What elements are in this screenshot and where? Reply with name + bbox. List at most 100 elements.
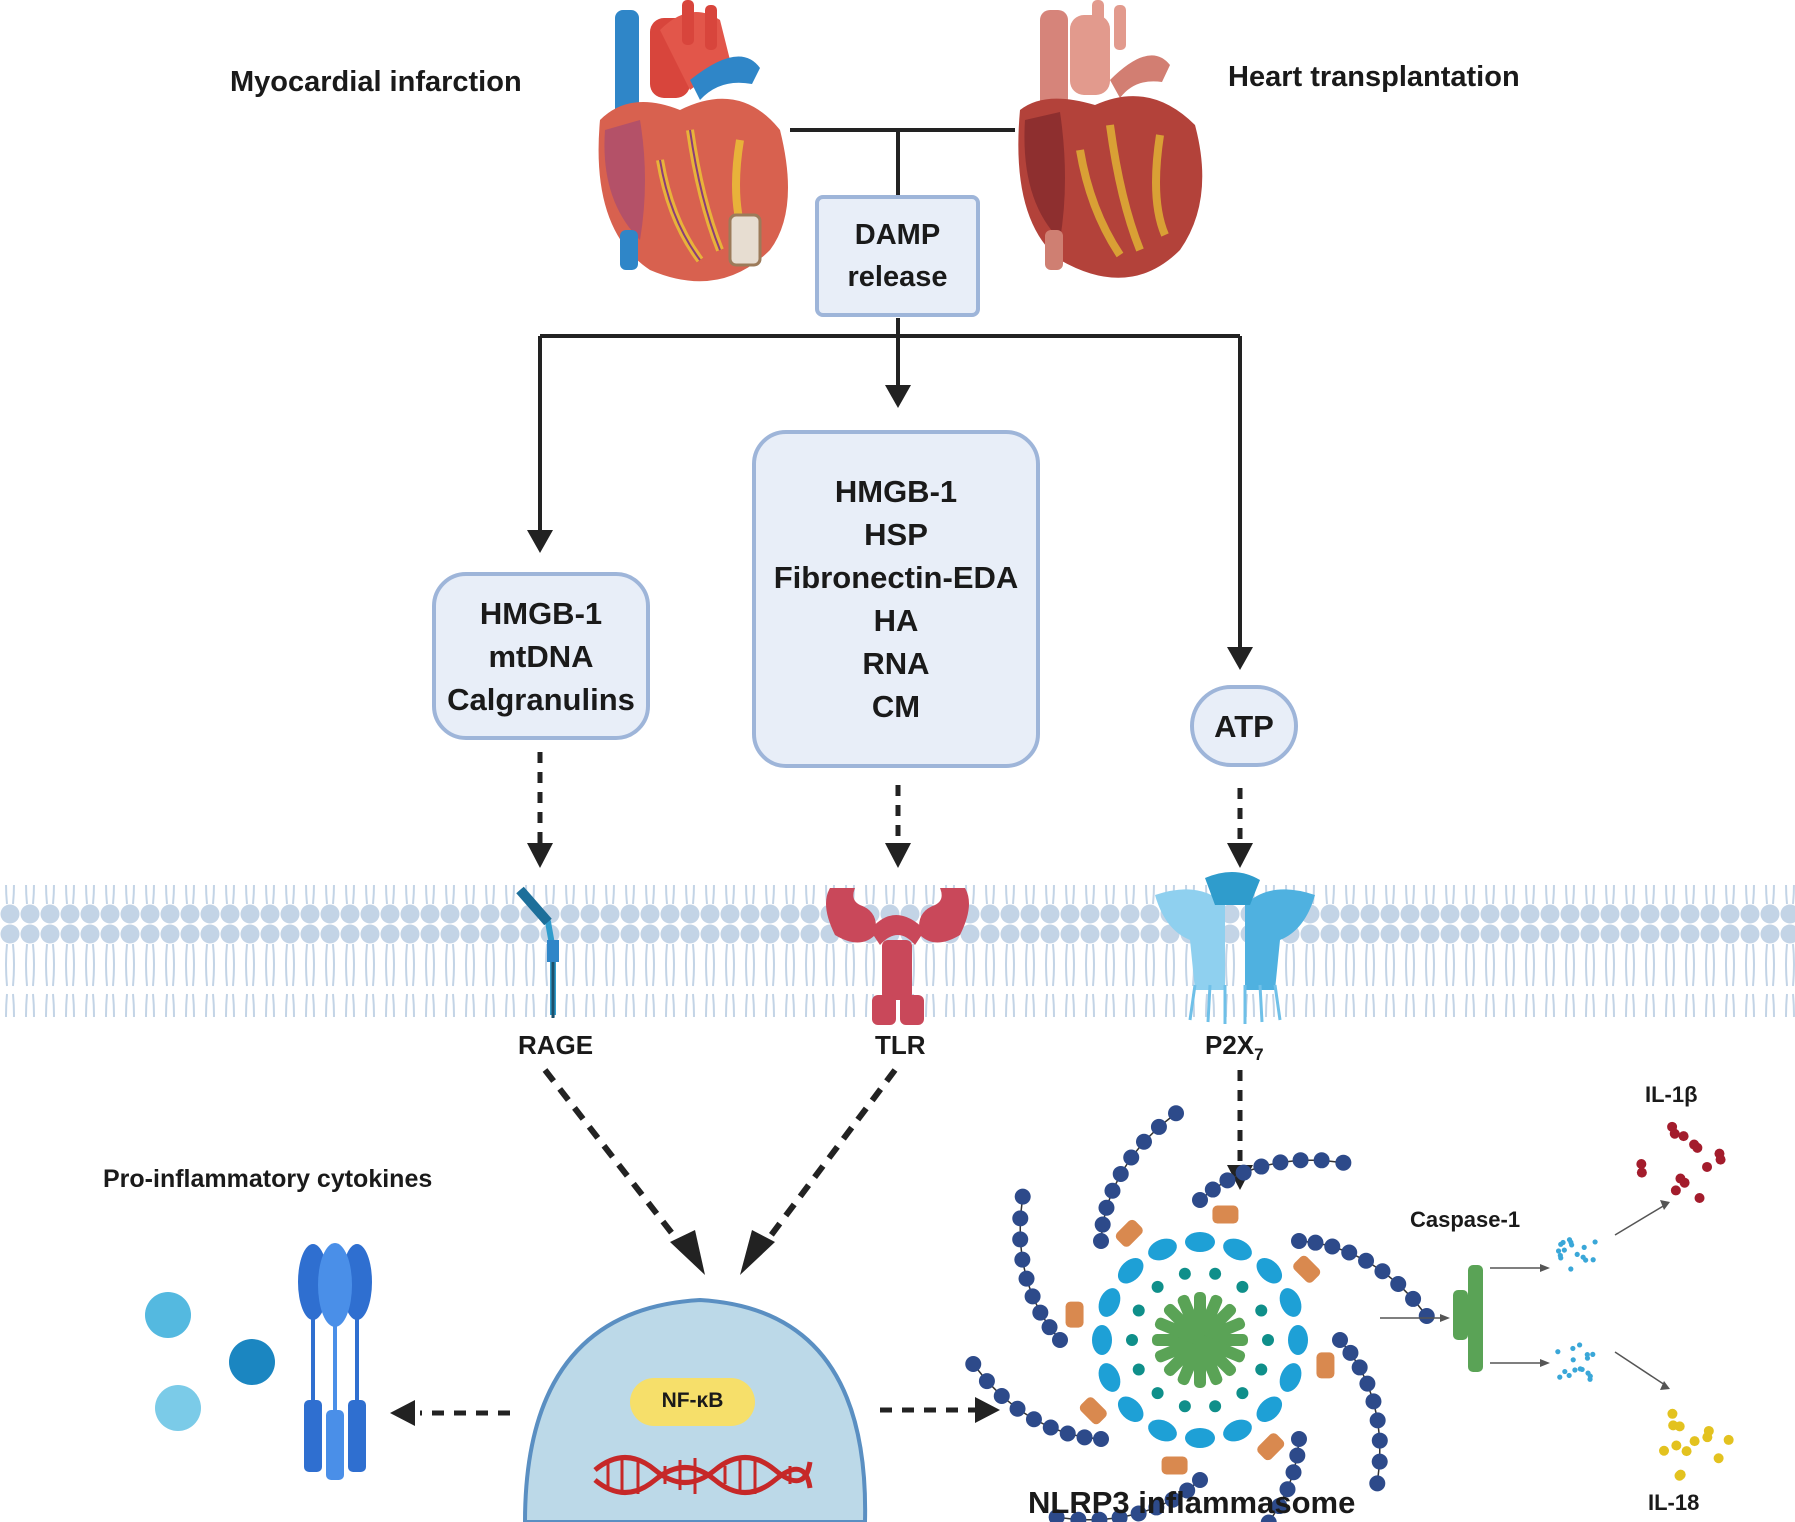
arm-bead <box>1374 1263 1391 1280</box>
pyd-unit <box>1161 1456 1188 1475</box>
cytokine-dot <box>1577 1342 1583 1348</box>
cytokine-dot <box>1574 1251 1580 1258</box>
arm-line <box>1100 1112 1177 1242</box>
p2x7-label: P2X7 <box>1205 1030 1264 1065</box>
cytokine-dot <box>1694 1192 1705 1203</box>
cytokine-dot <box>1577 1366 1583 1372</box>
arm-bead <box>1179 1482 1196 1499</box>
atp-label: ATP <box>1214 708 1274 744</box>
cytokine-dot <box>1667 1121 1678 1132</box>
cytokine-dot <box>1674 1421 1685 1432</box>
cytokine-dot <box>1568 1266 1574 1272</box>
cytokine-dot <box>1659 1445 1670 1456</box>
arm-bead <box>1041 1319 1058 1336</box>
cytokine-receptor-icon <box>298 1243 372 1480</box>
ring-dot <box>1262 1334 1274 1346</box>
cytokine-dot <box>1585 1370 1591 1376</box>
arm-bead <box>978 1373 995 1390</box>
arm-bead <box>1093 1233 1110 1250</box>
arm-bead <box>1070 1511 1087 1522</box>
cytokine-dot <box>1570 1357 1576 1363</box>
nlrp3-unit <box>1279 1363 1302 1392</box>
arm-bead <box>1135 1133 1152 1150</box>
arm-bead <box>1168 1105 1185 1122</box>
arm-bead <box>1098 1199 1115 1216</box>
heart-infarction-icon <box>598 0 788 282</box>
rage-ligand: Calgranulins <box>447 681 635 717</box>
arm-bead <box>1192 1472 1208 1488</box>
rage-ligands-box: HMGB-1 mtDNA Calgranulins <box>432 572 650 740</box>
cytokine-dot <box>1557 1374 1563 1380</box>
rage-ligand: HMGB-1 <box>479 595 603 631</box>
pyd-unit <box>1065 1301 1084 1328</box>
arm-bead <box>1111 1509 1128 1522</box>
hub-line-1: DAMP <box>854 219 941 251</box>
arm-bead <box>1219 1172 1236 1189</box>
arm-bead <box>1290 1430 1307 1447</box>
caspase-label: Caspase-1 <box>1410 1207 1521 1232</box>
arm-bead <box>1032 1304 1049 1321</box>
cytokine-dot <box>1674 1470 1685 1481</box>
cytokine-dot <box>1702 1161 1713 1172</box>
arm-bead <box>1358 1252 1375 1269</box>
origin-left-label: Myocardial infarction <box>230 66 522 98</box>
il1b-label: IL-1β <box>1645 1082 1698 1107</box>
nfkb-badge <box>630 1378 755 1426</box>
cytokine-dot <box>1702 1432 1713 1443</box>
arm-bead <box>1390 1275 1407 1292</box>
tlr-ligand: RNA <box>862 646 930 681</box>
damp-release-box: DAMP release <box>815 195 980 317</box>
ring-dot <box>1255 1363 1268 1376</box>
arm-bead <box>1359 1375 1376 1392</box>
pyd-unit <box>1115 1219 1143 1247</box>
arm-bead <box>1371 1432 1388 1449</box>
nlrp3-unit <box>1256 1396 1283 1423</box>
arm-bead <box>1369 1412 1386 1429</box>
p2x7-label-subscript: 7 <box>1254 1045 1264 1065</box>
arm-bead <box>1094 1216 1111 1233</box>
nlrp3-unit <box>1279 1288 1302 1317</box>
pyd-unit <box>1316 1352 1335 1379</box>
arm-bead <box>1292 1152 1309 1169</box>
arm-bead <box>1093 1430 1110 1447</box>
origin-right-label: Heart transplantation <box>1228 61 1520 93</box>
p2x7-label-main: P2X <box>1205 1030 1255 1060</box>
tlr-ligand: CM <box>871 689 921 724</box>
arm-bead <box>1365 1393 1382 1410</box>
cytokine-dot <box>1584 1355 1591 1361</box>
cytokine-dot <box>1566 1237 1573 1243</box>
arm-bead <box>1048 1509 1065 1522</box>
arm-bead <box>1123 1149 1140 1166</box>
pyd-unit <box>1257 1433 1285 1461</box>
tlr-ligands-box: HMGB-1 HSP Fibronectin-EDA HA RNA CM <box>752 430 1040 768</box>
hub-line-2: release <box>847 261 948 293</box>
arm-bead <box>1204 1181 1221 1198</box>
ring-dot <box>1178 1267 1191 1280</box>
arm-bead <box>1025 1411 1042 1428</box>
atp-box: ATP <box>1190 685 1298 767</box>
nlrp3-unit <box>1148 1238 1177 1261</box>
arm-bead <box>1112 1165 1129 1182</box>
pyd-unit <box>1212 1205 1239 1224</box>
arm-bead <box>1290 1233 1307 1250</box>
tlr-ligand: HA <box>873 603 919 638</box>
rage-ligand: mtDNA <box>488 638 594 674</box>
cytokine-dot <box>1714 1148 1725 1159</box>
nlrp3-unit <box>1117 1396 1144 1423</box>
cytokine-dot <box>1692 1142 1703 1153</box>
arm-bead <box>1371 1453 1388 1470</box>
arm-bead <box>1332 1332 1348 1348</box>
arm-bead <box>1253 1158 1270 1175</box>
rage-receptor-icon <box>516 886 559 1018</box>
nlrp3-inflammasome-icon <box>965 1105 1435 1522</box>
arm-line <box>1298 1240 1428 1317</box>
arm-bead <box>1076 1429 1093 1446</box>
dna-helix-icon <box>593 1455 813 1495</box>
cytokine-spheres <box>145 1292 275 1431</box>
ring-dot <box>1126 1334 1138 1346</box>
cytokine-dot <box>1670 1185 1681 1196</box>
cytokine-dot <box>1581 1244 1587 1250</box>
ring-dot <box>1132 1363 1145 1376</box>
cytokine-dot <box>1681 1446 1692 1457</box>
